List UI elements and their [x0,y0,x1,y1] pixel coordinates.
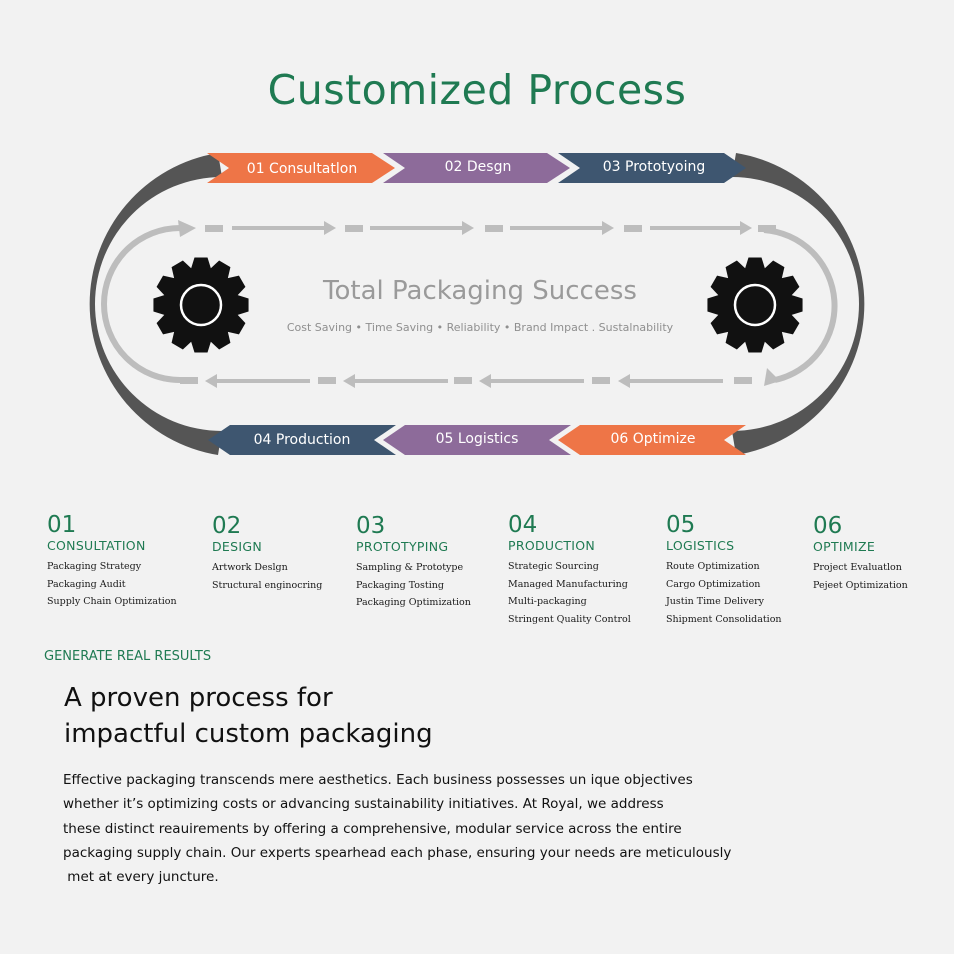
arrow-shape [558,425,746,455]
list-item: Stringent Quality Control [508,613,631,625]
step-column-05: 05 LOGISTICS Route Optimization Cargo Op… [666,512,782,628]
step-number: 01 [47,512,77,538]
section-eyebrow: GENERATE REAL RESULTS [44,649,212,664]
list-item: Supply Chain Optimization [47,596,177,607]
gear-icon [707,257,803,353]
body-line: met at every juncture. [63,869,219,886]
body-line: these distinct reauirements by offering … [63,820,682,837]
section-headline: A proven process for impactful custom pa… [64,680,433,752]
arrow-label: 06 Optimize [610,431,695,447]
bottom-dashes [180,374,752,388]
step-number: 03 [356,513,386,539]
arrow-label: 02 Desgn [445,159,512,175]
body-line: packaging supply chain. Our experts spea… [63,844,732,861]
gear-body [153,257,249,353]
list-item: Artwork Deslgn [212,562,288,573]
center-subtitle: Cost Saving • Time Saving • Reliability … [286,321,674,334]
step-items: Project Evaluatlon Pejeet Optimization [813,559,908,594]
step-number: 05 [666,512,696,538]
top-dashes [205,221,776,235]
step-column-06: 06 OPTIMIZE Project Evaluatlon Pejeet Op… [813,513,908,594]
list-item: Pejeet Optimization [813,579,908,591]
step-name: OPTIMIZE [813,539,876,554]
page-title: Customized Process [267,66,687,114]
step-arrow-05: 05 Logistics [383,425,571,455]
body-line: whether it’s optimizing costs or advanci… [63,796,664,813]
list-item: Sampling & Prototype [356,562,464,573]
step-items: Strategic Sourcing Managed Manufacturing… [508,558,631,628]
list-item: Structural enginocring [212,579,323,591]
inner-loop [101,225,838,383]
list-item: Route Optimization [666,561,760,572]
step-items: Artwork Deslgn Structural enginocring [212,559,322,594]
list-item: Project Evaluatlon [813,562,902,573]
arrow-label: 04 Production [254,432,351,448]
step-number: 02 [212,513,242,539]
arrow-shape [558,153,746,183]
gear-hub [733,283,777,327]
step-column-02: 02 DESIGN Artwork Deslgn Structural engi… [212,513,322,594]
step-arrow-04: 04 Production [208,425,396,455]
arrow-shape [208,425,396,455]
step-column-03: 03 PROTOTYPING Sampling & Prototype Pack… [356,513,471,612]
headline-line: impactful custom packaging [64,719,433,749]
inner-arc-right [763,227,838,383]
step-arrow-03: 03 Prototyoing [558,153,746,183]
step-items: Sampling & Prototype Packaging Tosting P… [356,559,471,612]
list-item: Shipment Consolidation [666,613,782,625]
arrow-label: 01 Consultatlon [247,161,357,177]
list-item: Strategic Sourcing [508,561,599,572]
step-arrow-02: 02 Desgn [383,153,570,183]
list-item: Justin Time Delivery [666,596,765,607]
gear-body [707,257,803,353]
body-line: Effective packaging transcends mere aest… [63,772,693,788]
step-items: Packaging Strategy Packaging Audit Suppl… [47,558,177,611]
center-title: Total Packaging Success [323,276,637,306]
list-item: Packaging Strategy [47,561,142,572]
step-name: PRODUCTION [508,538,596,553]
list-item: Packaging Optimization [356,597,471,608]
list-item: Packaging Tosting [356,579,444,591]
step-column-04: 04 PRODUCTION Strategic Sourcing Managed… [508,512,631,628]
inner-arc-left [101,225,181,383]
inner-loop-arrowheads [178,220,780,386]
gear-icon [153,257,249,353]
step-arrow-06: 06 Optimize [558,425,746,455]
step-column-01: 01 CONSULTATION Packaging Strategy Packa… [47,512,177,611]
arrow-shape [383,425,571,455]
arrow-shape [207,153,395,183]
list-item: Packaging Audit [47,578,126,590]
list-item: Multi-packaging [508,596,587,607]
arrow-shape [383,153,570,183]
headline-line: A proven process for [64,683,333,713]
step-number: 06 [813,513,843,539]
step-name: DESIGN [212,539,262,554]
arrow-label: 03 Prototyoing [603,159,706,175]
step-arrow-01: 01 Consultatlon [207,153,395,183]
step-name: PROTOTYPING [356,539,449,554]
section-body: Effective packaging transcends mere aest… [63,768,823,889]
step-number: 04 [508,512,538,538]
list-item: Cargo Optimization [666,578,761,590]
gear-hub [179,283,223,327]
step-name: CONSULTATION [47,538,146,553]
arrow-label: 05 Logistics [436,431,519,447]
step-items: Route Optimization Cargo Optimization Ju… [666,558,782,628]
step-name: LOGISTICS [666,538,735,553]
list-item: Managed Manufacturing [508,578,628,590]
